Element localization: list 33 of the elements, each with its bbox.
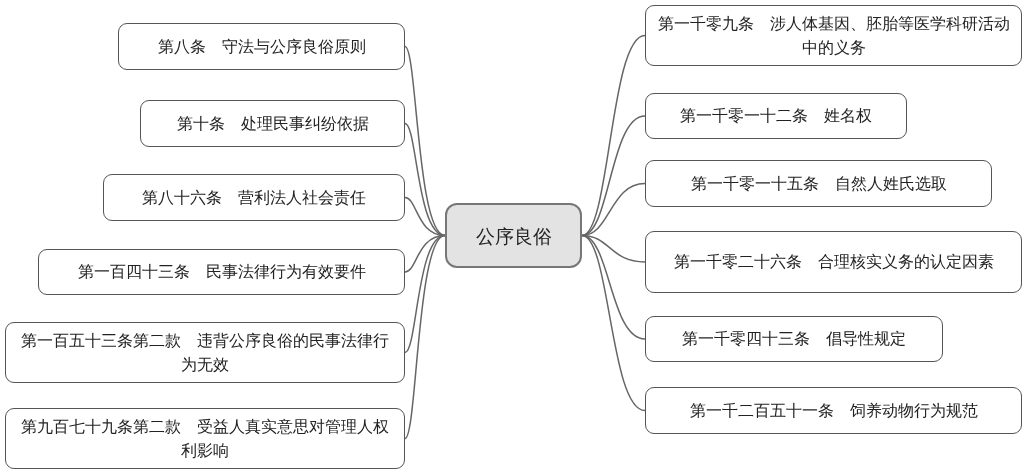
article-text: 第八十六条 营利法人社会责任 bbox=[142, 186, 366, 209]
article-text: 第一千零九条 涉人体基因、胚胎等医学科研活动中的义务 bbox=[656, 12, 1011, 59]
article-text: 第一百五十三条第二款 违背公序良俗的民事法律行为无效 bbox=[20, 329, 390, 376]
branch-line bbox=[404, 45, 446, 237]
article-text: 第一百四十三条 民事法律行为有效要件 bbox=[77, 261, 366, 283]
branch-line bbox=[581, 34, 646, 237]
branch-line bbox=[404, 234, 446, 440]
branch-line bbox=[581, 234, 646, 412]
topic-box bbox=[645, 93, 907, 139]
topic-box bbox=[645, 5, 1022, 66]
topic-box bbox=[645, 387, 1022, 434]
article-text: 第一千二百五十一条 饲养动物行为规范 bbox=[689, 399, 978, 422]
topic-box bbox=[38, 249, 405, 295]
branch-line bbox=[581, 234, 646, 340]
article-text: 第一千零四十三条 倡导性规定 bbox=[682, 328, 906, 350]
topic-box bbox=[118, 23, 405, 70]
topic-box bbox=[5, 408, 405, 469]
topic-box bbox=[645, 160, 992, 207]
article-text: 第八条 守法与公序良俗原则 bbox=[157, 35, 366, 58]
topic-box bbox=[140, 100, 405, 147]
topic-box bbox=[5, 322, 405, 383]
branch-line bbox=[404, 122, 446, 237]
article-text: 第一千零一十二条 姓名权 bbox=[680, 105, 872, 127]
topic-box bbox=[645, 316, 943, 362]
article-text: 第九百七十九条第二款 受益人真实意思对管理人权利影响 bbox=[20, 415, 390, 462]
central-topic-text: 公序良俗 bbox=[475, 223, 552, 248]
article-text: 第一千零一十五条 自然人姓氏选取 bbox=[690, 172, 947, 195]
article-text: 第十条 处理民事纠纷依据 bbox=[176, 112, 369, 135]
article-text: 第一千零二十六条 合理核实义务的认定因素 bbox=[673, 251, 994, 273]
topic-box bbox=[103, 174, 405, 221]
branch-line bbox=[581, 182, 646, 237]
topic-box bbox=[645, 231, 1022, 293]
central-topic-box bbox=[445, 203, 582, 268]
